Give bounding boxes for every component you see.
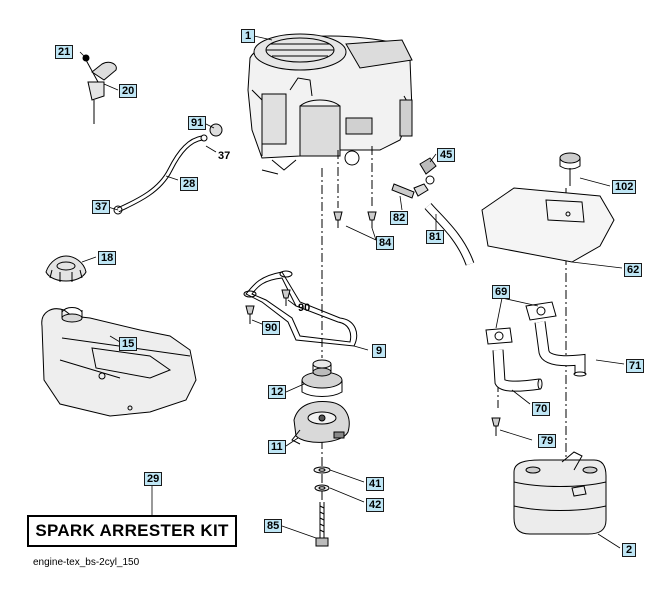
fuel-line xyxy=(113,123,223,215)
oil-drain-fitting xyxy=(391,175,475,266)
callout-82: 82 xyxy=(390,211,409,225)
callout-leaders xyxy=(79,35,625,549)
callout-91: 91 xyxy=(188,116,207,130)
heat-shield xyxy=(481,187,615,263)
callout-41: 41 xyxy=(366,477,385,491)
callout-20: 20 xyxy=(119,84,138,98)
callout-62: 62 xyxy=(624,263,643,277)
fuel-tank xyxy=(41,307,197,417)
callout-102: 102 xyxy=(612,180,637,194)
callout-1: 1 xyxy=(241,29,255,43)
spark-arrester-kit-label: SPARK ARRESTER KIT xyxy=(27,515,237,547)
engine-pulley xyxy=(301,359,343,397)
fuel-cap xyxy=(45,255,87,282)
callout-37-bottom: 37 xyxy=(92,200,111,214)
callout-2: 2 xyxy=(622,543,636,557)
gasket-bolts xyxy=(245,289,291,324)
callout-81: 81 xyxy=(426,230,445,244)
callout-11: 11 xyxy=(268,440,286,454)
engine-bolts xyxy=(333,211,377,228)
callout-69: 69 xyxy=(492,285,511,299)
exhaust-gaskets xyxy=(485,301,557,345)
callout-90: 90 xyxy=(262,321,281,335)
callout-84: 84 xyxy=(376,236,395,250)
callout-29: 29 xyxy=(144,472,163,486)
callout-71: 71 xyxy=(626,359,645,373)
electric-clutch xyxy=(291,401,350,445)
clutch-washers xyxy=(313,466,331,492)
engine xyxy=(247,33,413,175)
callout-70: 70 xyxy=(532,402,551,416)
callout-21: 21 xyxy=(55,45,74,59)
callout-45: 45 xyxy=(437,148,456,162)
callout-90-top: 90 xyxy=(298,302,311,314)
clutch-bolt xyxy=(315,502,329,547)
callout-37-top: 37 xyxy=(218,150,231,162)
callout-12: 12 xyxy=(268,385,287,399)
callout-42: 42 xyxy=(366,498,385,512)
callout-9: 9 xyxy=(372,344,386,358)
callout-28: 28 xyxy=(180,177,199,191)
shield-knob xyxy=(559,152,581,186)
callout-85: 85 xyxy=(264,519,283,533)
callout-79: 79 xyxy=(538,434,557,448)
exhaust-pipes xyxy=(492,321,587,392)
throttle-control xyxy=(82,54,117,124)
diagram-caption: engine-tex_bs-2cyl_150 xyxy=(33,557,140,568)
muffler-screw xyxy=(491,417,501,436)
callout-18: 18 xyxy=(98,251,117,265)
muffler xyxy=(513,451,607,535)
callout-15: 15 xyxy=(119,337,138,351)
oil-filter xyxy=(419,157,437,175)
